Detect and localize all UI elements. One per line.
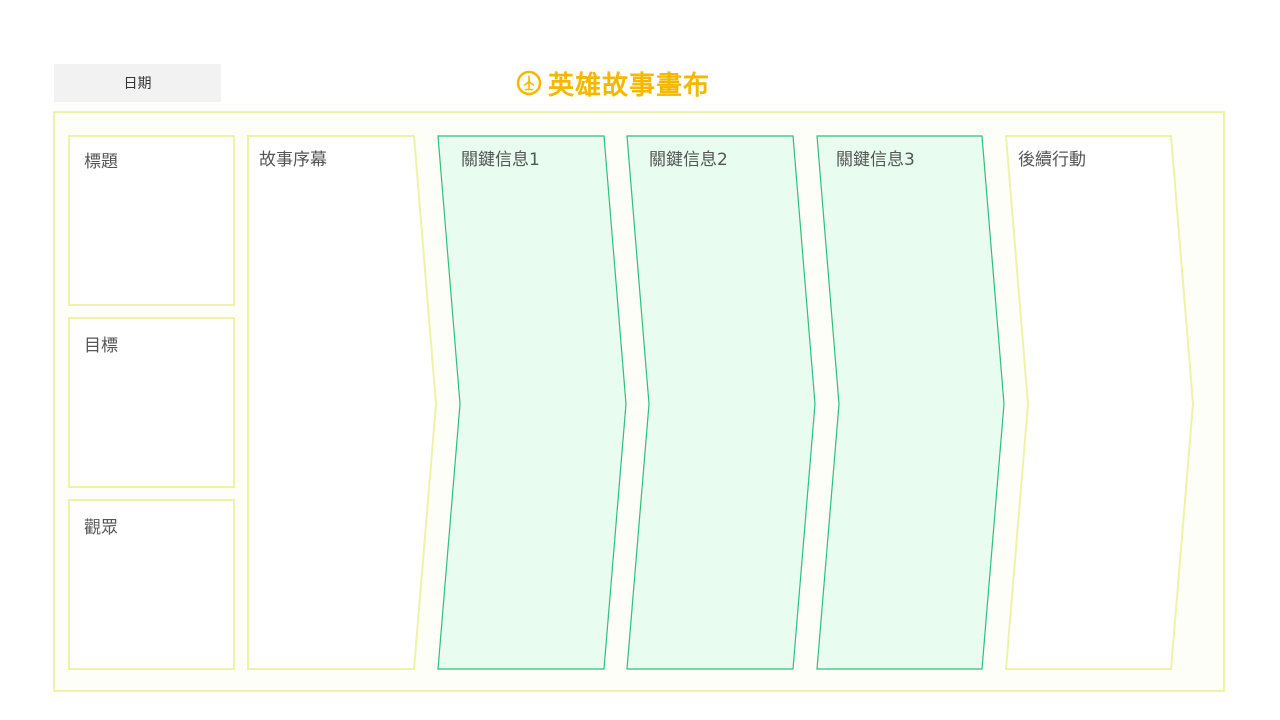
title-text: 英雄故事畫布	[548, 70, 711, 101]
date-label: 日期	[123, 76, 152, 92]
title-box-label: 標題	[84, 152, 118, 172]
flow-step-follow-up-label: 後續行動	[1018, 150, 1086, 170]
flow-step-key-message-2-label: 關鍵信息2	[649, 150, 728, 170]
audience-box[interactable]: 觀眾	[68, 499, 235, 670]
flow-step-key-message-1-label: 關鍵信息1	[461, 150, 540, 170]
flow-step-key-message-2[interactable]	[626, 135, 816, 670]
goal-box-label: 目標	[84, 336, 118, 356]
flow-step-key-message-3-label: 關鍵信息3	[836, 150, 915, 170]
flow-step-follow-up[interactable]	[1004, 135, 1195, 670]
wind-turbine-icon	[516, 70, 542, 96]
date-field[interactable]: 日期	[54, 64, 221, 102]
flow-step-opening-label: 故事序幕	[259, 150, 327, 170]
title-box[interactable]: 標題	[68, 135, 235, 306]
page-title: 英雄故事畫布	[516, 64, 776, 102]
flow-step-key-message-3[interactable]	[816, 135, 1005, 670]
audience-box-label: 觀眾	[84, 518, 118, 538]
goal-box[interactable]: 目標	[68, 317, 235, 488]
flow-step-opening[interactable]	[247, 135, 438, 670]
flow-step-key-message-1[interactable]	[437, 135, 627, 670]
